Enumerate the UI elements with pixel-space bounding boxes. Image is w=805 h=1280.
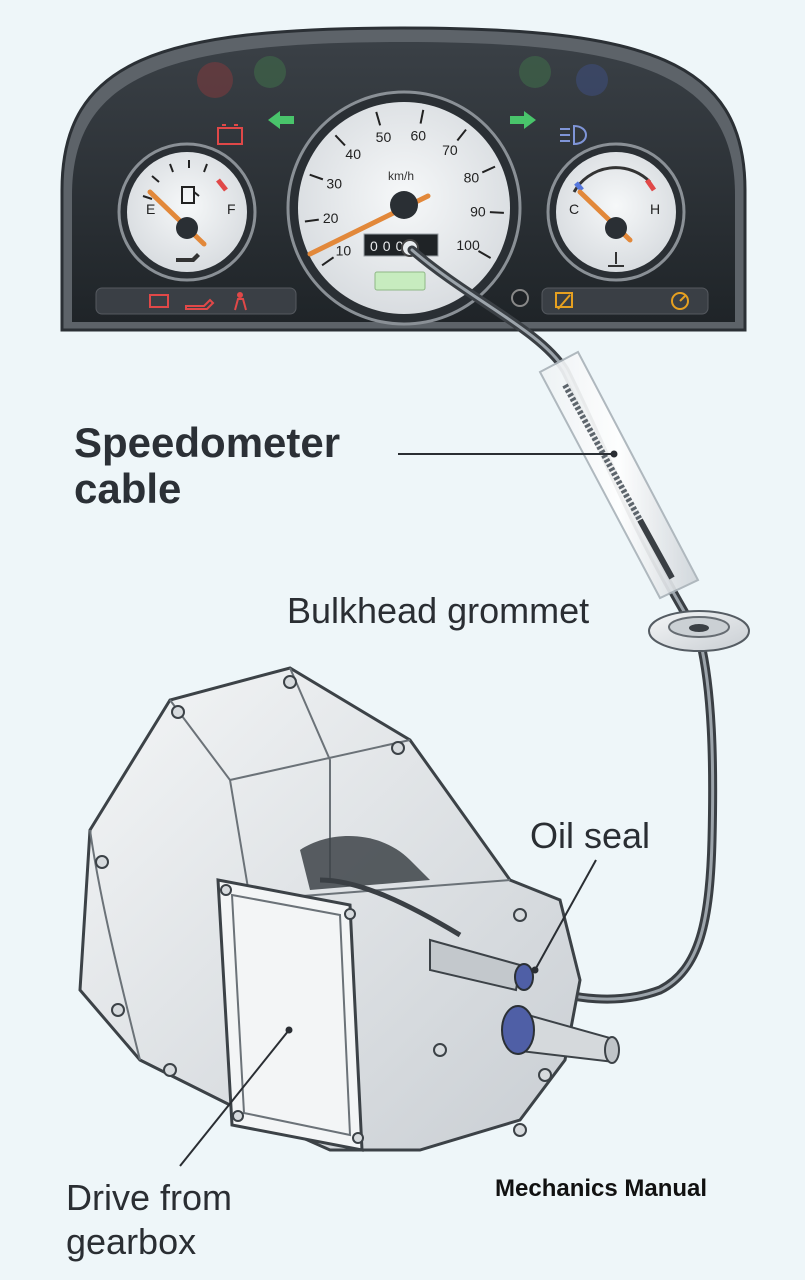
oil-seal xyxy=(514,963,534,991)
battery-warning-icon xyxy=(149,294,169,308)
oil-seal-label: Oil seal xyxy=(530,815,651,856)
speedo-tick xyxy=(489,211,504,214)
engine-check-icon xyxy=(671,292,689,310)
drive-from-label-line1: Drive from xyxy=(66,1177,233,1218)
coolant-temp-icon xyxy=(608,252,624,267)
speedo-tick xyxy=(419,109,425,124)
speedo-tick-label: 80 xyxy=(464,169,480,185)
fuel-gauge: E F xyxy=(117,142,257,282)
speedo-tick xyxy=(309,173,324,181)
oil-can-small-icon xyxy=(176,253,200,262)
oil-pressure-icon xyxy=(185,298,215,310)
temp-cold-label: C xyxy=(569,201,579,217)
speedo-tick-label: 100 xyxy=(456,237,480,253)
temperature-gauge: C H xyxy=(546,142,686,282)
speedo-tick xyxy=(304,218,319,223)
left-turn-arrow-icon xyxy=(268,111,294,129)
bulkhead-grommet-label: Bulkhead grommet xyxy=(287,590,590,631)
speedo-tick xyxy=(334,134,346,147)
brand-watermark: Mechanics Manual xyxy=(495,1175,708,1202)
trip-display xyxy=(374,271,426,291)
speedo-tick-label: 50 xyxy=(376,129,392,145)
seatbelt-icon xyxy=(234,292,247,311)
traction-icon xyxy=(555,292,573,310)
speedometer-cable-label: Speedometer cable xyxy=(74,420,340,512)
speedo-tick-label: 20 xyxy=(323,210,339,226)
battery-warning-icon xyxy=(217,124,243,145)
high-beam-icon xyxy=(560,124,587,146)
temp-hot-label: H xyxy=(650,201,660,217)
speedo-tick-label: 70 xyxy=(442,142,458,158)
speedo-tick-label: 30 xyxy=(326,175,342,191)
oil-seal-leader xyxy=(534,859,597,971)
speedo-tick xyxy=(481,165,496,174)
left-warning-strip xyxy=(95,287,297,315)
fuel-pump-icon xyxy=(181,186,200,204)
speedo-tick-label: 10 xyxy=(336,242,352,258)
speedo-tick-label: 90 xyxy=(470,204,486,220)
odometer: 0007 xyxy=(363,233,439,257)
speedometer-cable-label-line2: cable xyxy=(74,465,182,512)
speedo-tick xyxy=(477,250,492,259)
trip-reset-knob xyxy=(511,289,529,307)
right-warning-strip xyxy=(541,287,709,315)
output-shaft-seal xyxy=(501,1005,535,1055)
speedo-tick xyxy=(321,256,335,267)
speedo-tick-label: 60 xyxy=(410,127,426,143)
right-turn-arrow-icon xyxy=(510,111,536,129)
speedo-unit-label: km/h xyxy=(388,169,414,183)
drive-from-label-line2: gearbox xyxy=(66,1221,197,1262)
speedo-tick-label: 40 xyxy=(345,146,361,162)
speedometer-cable-label-line1: Speedometer xyxy=(74,419,341,466)
drive-from-gearbox-label: Drive from gearbox xyxy=(66,1176,232,1264)
gearbox xyxy=(78,666,620,1152)
fuel-empty-label: E xyxy=(146,201,155,217)
fuel-full-label: F xyxy=(227,201,236,217)
speedo-tick xyxy=(375,111,382,126)
cable-sleeve xyxy=(538,350,700,600)
speedo-tick xyxy=(456,128,467,142)
bulkhead-grommet xyxy=(648,610,750,652)
drive-leader xyxy=(179,1029,290,1167)
